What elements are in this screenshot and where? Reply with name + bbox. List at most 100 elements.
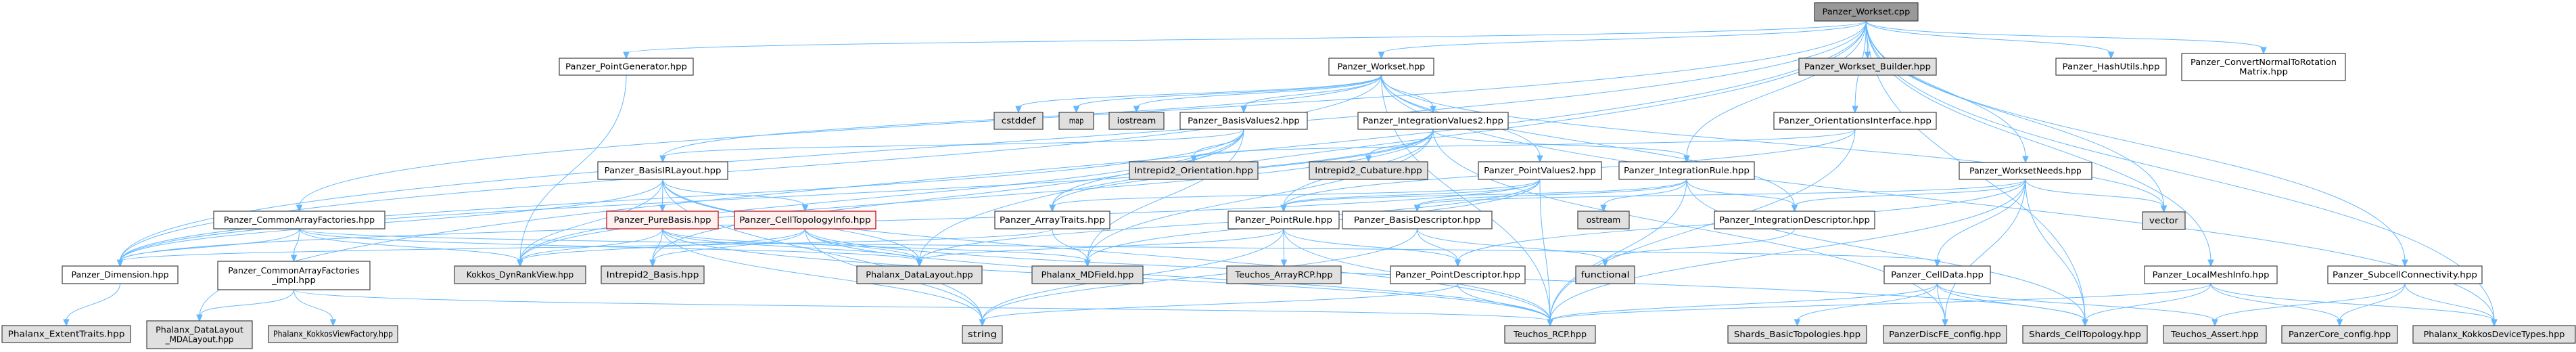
edge-line <box>1417 179 1687 207</box>
edge-line <box>294 228 300 257</box>
node-box <box>993 112 1044 130</box>
dependency-edge <box>2336 283 2406 327</box>
node-pointvalues2[interactable]: Panzer_PointValues2.hpp <box>1478 161 1602 180</box>
node-mdalayout[interactable]: Phalanx_DataLayout_MDALayout.hpp <box>146 320 253 349</box>
node-coreconfig[interactable]: PanzerCore_config.hpp <box>2281 325 2398 344</box>
edge-line <box>66 283 120 322</box>
node-box <box>1618 161 1755 180</box>
node-discfeconfig[interactable]: PanzerDiscFE_config.hpp <box>1883 325 2007 344</box>
node-box <box>1577 211 1630 229</box>
edge-line <box>2210 283 2340 322</box>
node-functional[interactable]: functional <box>1575 265 1635 284</box>
dependency-edge <box>299 228 1941 267</box>
node-shardscell[interactable]: Shards_CellTopology.hpp <box>2022 325 2148 344</box>
dependency-edge <box>1547 283 2211 327</box>
node-box <box>2327 265 2483 284</box>
node-commonaf[interactable]: Panzer_CommonArrayFactories.hpp <box>213 211 385 229</box>
node-basisirlayout[interactable]: Panzer_BasisIRLayout.hpp <box>597 161 728 180</box>
node-builder[interactable]: Panzer_Workset_Builder.hpp <box>1798 58 1937 76</box>
node-map[interactable]: map <box>1058 112 1094 130</box>
node-kvfactory[interactable]: Phalanx_KokkosViewFactory.hpp <box>268 325 398 343</box>
node-box <box>217 261 371 290</box>
dependency-edge <box>2210 283 2343 327</box>
node-label: Panzer_CommonArrayFactories.hpp <box>224 215 375 225</box>
dependency-edge <box>2025 179 2088 327</box>
node-box <box>1575 265 1635 284</box>
node-kokkosdev[interactable]: Phalanx_KokkosDeviceTypes.hpp <box>2412 325 2576 344</box>
arrowhead-icon <box>1015 106 1022 114</box>
edge-line <box>1018 74 1382 108</box>
edge-line <box>1283 179 1687 207</box>
node-iostream[interactable]: iostream <box>1108 112 1165 130</box>
node-box <box>1179 112 1308 130</box>
node-label: vector <box>2149 216 2178 225</box>
node-pointrule[interactable]: Panzer_PointRule.hpp <box>1227 211 1340 229</box>
node-worksethpp[interactable]: Panzer_Workset.hpp <box>1328 58 1434 76</box>
node-intvalues2[interactable]: Panzer_IntegrationValues2.hpp <box>1357 112 1509 130</box>
edge-line <box>120 179 663 262</box>
dependency-edge <box>1432 129 1690 163</box>
node-box <box>1031 265 1144 284</box>
node-label: ostream <box>1587 215 1620 225</box>
edge-line <box>299 228 1938 262</box>
node-purebasis[interactable]: Panzer_PureBasis.hpp <box>606 211 719 229</box>
node-label: Shards_CellTopology.hpp <box>2029 330 2141 339</box>
node-pointgen[interactable]: Panzer_PointGenerator.hpp <box>559 58 694 76</box>
node-rcp[interactable]: Teuchos_RCP.hpp <box>1504 325 1596 344</box>
node-orientiface[interactable]: Panzer_OrientationsInterface.hpp <box>1773 112 1937 130</box>
node-dynrank[interactable]: Kokkos_DynRankView.hpp <box>454 265 586 284</box>
dependency-edge <box>916 20 1867 267</box>
node-i2cub[interactable]: Intrepid2_Cubature.hpp <box>1309 161 1428 180</box>
node-box <box>1714 211 1875 229</box>
edge-line <box>2339 283 2406 322</box>
arrowhead-icon <box>296 204 303 213</box>
node-box <box>606 211 719 229</box>
node-label: Panzer_Workset_Builder.hpp <box>1804 62 1931 72</box>
edge-line <box>1381 74 1434 108</box>
node-ostream[interactable]: ostream <box>1577 211 1630 229</box>
node-string[interactable]: string <box>962 325 1003 344</box>
edge-line <box>662 179 1551 322</box>
node-intrule[interactable]: Panzer_IntegrationRule.hpp <box>1618 161 1755 180</box>
edge-line <box>1866 20 2111 54</box>
arrowhead-icon <box>916 259 923 267</box>
node-localmesh[interactable]: Panzer_LocalMeshInfo.hpp <box>2144 265 2278 284</box>
node-shardsbasic[interactable]: Shards_BasicTopologies.hpp <box>1727 325 1867 344</box>
node-i2basis[interactable]: Intrepid2_Basis.hpp <box>601 265 705 284</box>
node-vector[interactable]: vector <box>2142 211 2186 230</box>
dependency-edge <box>1791 179 2026 213</box>
node-i2orient[interactable]: Intrepid2_Orientation.hpp <box>1129 161 1259 180</box>
node-basisvalues2[interactable]: Panzer_BasisValues2.hpp <box>1179 112 1308 130</box>
node-label: Teuchos_Assert.hpp <box>2170 330 2259 339</box>
node-mdfield[interactable]: Phalanx_MDField.hpp <box>1031 265 1144 284</box>
dependency-edge <box>1937 283 1948 327</box>
node-assert[interactable]: Teuchos_Assert.hpp <box>2163 325 2267 344</box>
arrowhead-icon <box>659 155 666 163</box>
node-worksetneeds[interactable]: Panzer_WorksetNeeds.hpp <box>1959 162 2092 180</box>
node-box <box>1357 112 1509 130</box>
node-datalayout[interactable]: Phalanx_DataLayout.hpp <box>856 265 983 284</box>
node-hashutils[interactable]: Panzer_HashUtils.hpp <box>2055 58 2167 76</box>
node-box <box>2142 211 2186 230</box>
node-pointdesc[interactable]: Panzer_PointDescriptor.hpp <box>1390 265 1526 284</box>
arrowhead-icon <box>649 259 656 267</box>
arrowhead-icon <box>1084 259 1091 267</box>
edge-line <box>1794 179 2026 207</box>
node-arrayrcp[interactable]: Teuchos_ArrayRCP.hpp <box>1226 265 1342 284</box>
node-celltopoinfo[interactable]: Panzer_CellTopologyInfo.hpp <box>734 211 876 229</box>
node-commonafimpl[interactable]: Panzer_CommonArrayFactories_impl.hpp <box>217 261 371 290</box>
node-label: Panzer_BasisValues2.hpp <box>1188 116 1300 126</box>
node-cstddef[interactable]: cstddef <box>993 112 1044 130</box>
dependency-edge <box>1600 179 1687 213</box>
node-intdesc[interactable]: Panzer_IntegrationDescriptor.hpp <box>1714 211 1875 229</box>
node-basisdesc[interactable]: Panzer_BasisDescriptor.hpp <box>1342 211 1493 229</box>
node-extenttraits[interactable]: Phalanx_ExtentTraits.hpp <box>1 325 131 343</box>
node-celldata[interactable]: Panzer_CellData.hpp <box>1883 265 1991 284</box>
arrowhead-icon <box>801 204 809 213</box>
node-subcell[interactable]: Panzer_SubcellConnectivity.hpp <box>2327 265 2483 284</box>
dependency-edge <box>1539 179 1553 327</box>
dependency-edge <box>1280 179 1541 213</box>
node-dimension[interactable]: Panzer_Dimension.hpp <box>62 265 179 284</box>
node-arraytraits[interactable]: Panzer_ArrayTraits.hpp <box>994 211 1110 229</box>
